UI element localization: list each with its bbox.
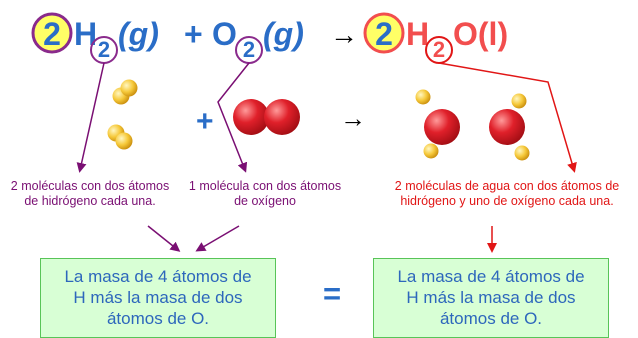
oxygen-state: (g) (263, 16, 304, 52)
equals-sign: = (322, 276, 342, 311)
water-molecule-right (489, 93, 530, 161)
product-coefficient: 2 (375, 16, 393, 52)
hydrogen-molecule-bottom (107, 124, 133, 150)
water-hydrogen-symbol: H (406, 16, 429, 52)
reaction-diagram: 2 H 2 (g) + O 2 (g) → 2 H 2 O(l) + → (31, 12, 577, 253)
hydrogen-label-line1: 2 moléculas con dos átomos (10, 179, 170, 193)
oxygen-subscript: 2 (243, 37, 255, 62)
hydrogen-label-line2: de hidrógeno cada una. (24, 194, 156, 208)
water-label: 2 moléculas de agua con dos átomos de hi… (376, 179, 638, 209)
hydrogen-subscript: 2 (98, 37, 110, 62)
water-pointer-line (438, 62, 577, 173)
hydrogen-pointer-line (76, 62, 105, 173)
reaction-arrow: → (330, 19, 358, 50)
oxygen-label-line1: 1 molécula con dos átomos (188, 179, 342, 193)
oxygen-label: 1 molécula con dos átomos de oxígeno (185, 179, 345, 209)
hydrogen-symbol: H (74, 16, 97, 52)
equation-plus: + (184, 16, 203, 52)
left-box-line1: La masa de 4 átomos de (64, 267, 252, 286)
water-molecule-left (415, 89, 460, 159)
oxygen-molecule (233, 99, 300, 135)
oxygen-label-line2: de oxígeno (234, 194, 296, 208)
right-mass-box: La masa de 4 átomos de H más la masa de … (373, 258, 609, 338)
right-box-line1: La masa de 4 átomos de (397, 267, 585, 286)
water-label-line1: 2 moléculas de agua con dos átomos de (394, 179, 620, 193)
left-mass-box: La masa de 4 átomos de H más la masa de … (40, 258, 276, 338)
oxygen-pointer-line (217, 62, 250, 173)
oxygen-symbol: O (212, 16, 237, 52)
right-box-line2: H más la masa de dos (406, 288, 576, 307)
water-label-line2: hidrógeno y uno de oxígeno cada una. (400, 194, 614, 208)
left-box-line2: H más la masa de dos (73, 288, 243, 307)
reactant-coefficient: 2 (43, 16, 61, 52)
water-hydrogen-subscript: 2 (433, 37, 445, 62)
hydrogen-state: (g) (118, 16, 159, 52)
molecules-plus: + (196, 105, 214, 138)
left-box-line3: átomos de O. (106, 309, 210, 328)
product-coefficient-highlight (363, 12, 405, 54)
reactant-coefficient-highlight (31, 12, 73, 54)
left-label-arrow (147, 225, 181, 252)
hydrogen-label: 2 moléculas con dos átomos de hidrógeno … (0, 179, 180, 209)
water-rest: O(l) (453, 16, 508, 52)
molecules-arrow: → (340, 103, 366, 133)
right-box-line3: átomos de O. (439, 309, 543, 328)
hydrogen-molecule-top (112, 79, 138, 105)
center-label-arrow (195, 225, 240, 252)
